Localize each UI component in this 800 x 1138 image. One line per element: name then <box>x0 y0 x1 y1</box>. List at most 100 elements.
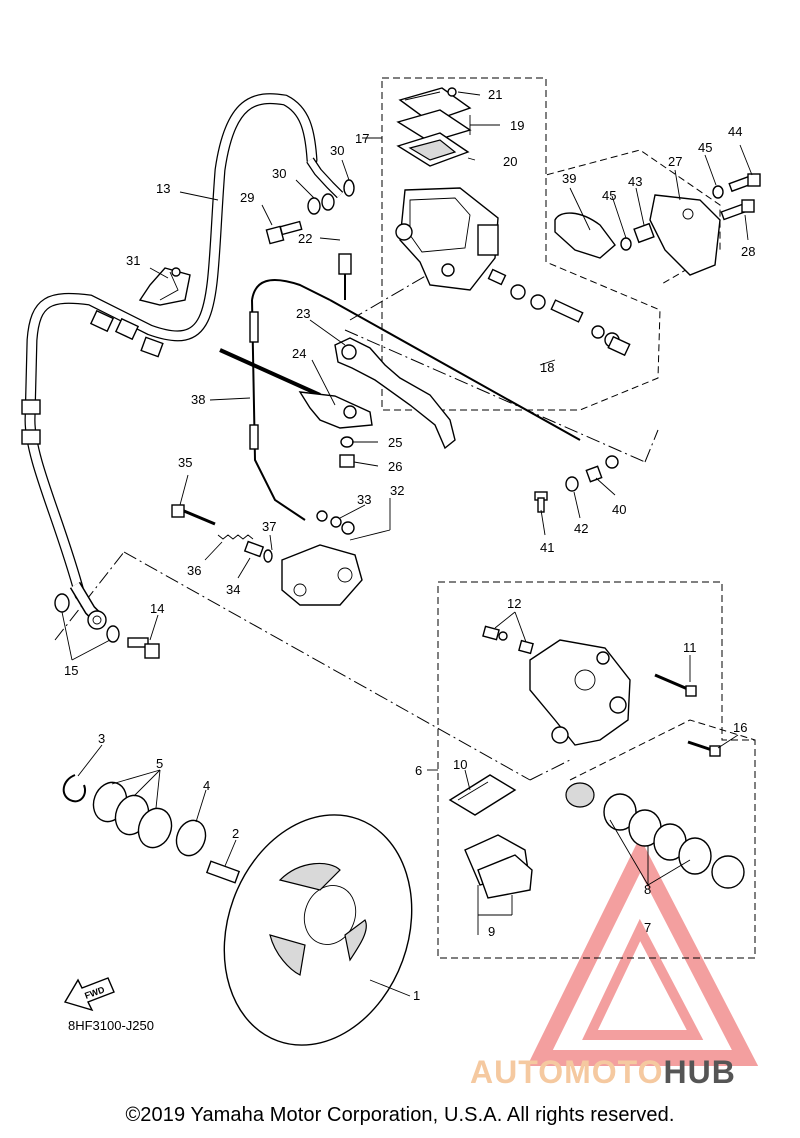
brake-disc-1 <box>223 814 413 1046</box>
pivot-bolt-22 <box>338 253 352 300</box>
callout-22: 22 <box>298 231 312 246</box>
bracket-assembly-box <box>545 149 721 286</box>
caliper-seal-kit-8 <box>565 782 745 889</box>
callout-42: 42 <box>574 521 588 536</box>
watermark-text: AUTOMOTOHUB <box>470 1054 736 1091</box>
callout-43: 43 <box>628 174 642 189</box>
callout-24: 24 <box>292 346 306 361</box>
copper-washer-15a <box>54 593 70 613</box>
callout-18: 18 <box>540 360 554 375</box>
callout-32: 32 <box>390 483 404 498</box>
copper-washer-30b <box>343 179 355 197</box>
callout-15: 15 <box>64 663 78 678</box>
reference-line-cable <box>344 329 646 463</box>
callout-26: 26 <box>388 459 402 474</box>
callout-36: 36 <box>187 563 201 578</box>
bolt-44 <box>728 173 761 193</box>
callout-2: 2 <box>232 826 239 841</box>
copyright-notice: ©2019 Yamaha Motor Corporation, U.S.A. A… <box>125 1104 675 1126</box>
callout-19: 19 <box>510 118 524 133</box>
caliper-body-6 <box>529 639 631 746</box>
caliper-assembly-box <box>437 581 756 959</box>
callout-30b: 30 <box>330 143 344 158</box>
washer-42 <box>565 476 579 492</box>
callout-1: 1 <box>413 988 420 1003</box>
callout-8: 8 <box>644 882 651 897</box>
pin-35 <box>171 504 216 526</box>
callout-16: 16 <box>733 720 747 735</box>
footrest-bracket-27 <box>649 194 721 276</box>
leader-lines <box>61 91 753 997</box>
copper-washer-30a-2 <box>321 193 335 211</box>
brake-hose <box>21 93 344 630</box>
callout-9: 9 <box>488 924 495 939</box>
callout-41: 41 <box>540 540 554 555</box>
circlip-3 <box>62 774 86 803</box>
callout-17: 17 <box>355 131 369 146</box>
reference-line-cable-2 <box>644 429 659 463</box>
bolt-16 <box>687 740 721 757</box>
callout-44: 44 <box>728 124 742 139</box>
callout-14: 14 <box>150 601 164 616</box>
collar-40 <box>585 465 603 483</box>
cable-38 <box>249 279 619 521</box>
reference-line-caliper-2 <box>529 759 571 781</box>
brake-lever-23 <box>334 337 456 450</box>
callout-10: 10 <box>453 757 467 772</box>
callout-7: 7 <box>644 920 651 935</box>
bolt-41 <box>534 491 548 513</box>
fwd-arrow-icon: FWD <box>63 977 115 1012</box>
reference-line-banjo <box>54 551 125 641</box>
copper-washer-15b <box>106 625 120 643</box>
diagram-code: 8HF3100-J250 <box>68 1018 154 1033</box>
diaphragm-20 <box>396 132 470 167</box>
callout-34: 34 <box>226 582 240 597</box>
watermark-text-part2: HUB <box>663 1054 736 1090</box>
brake-pads-9 <box>464 834 533 899</box>
washer-37 <box>263 549 273 563</box>
callout-20: 20 <box>503 154 517 169</box>
callout-4: 4 <box>203 778 210 793</box>
bolt-11 <box>654 673 697 697</box>
caliper-seal-box <box>569 719 756 781</box>
callout-3: 3 <box>98 731 105 746</box>
callout-37: 37 <box>262 519 276 534</box>
reference-line-caliper <box>123 551 531 781</box>
callout-33: 33 <box>357 492 371 507</box>
hose-clamp <box>138 267 191 306</box>
washer-4 <box>175 819 207 857</box>
bleed-screw-33 <box>316 510 355 535</box>
pad-spring-10 <box>448 774 517 816</box>
caliper-holder-32 <box>281 544 363 606</box>
union-bolt-29 <box>265 220 303 245</box>
callout-31: 31 <box>126 253 140 268</box>
watermark-text-part1: AUTOMOTO <box>470 1054 664 1090</box>
bolt-28 <box>720 199 755 221</box>
brake-pedal-39 <box>554 212 616 259</box>
washer-45a <box>620 237 632 251</box>
copper-washer-30a <box>307 197 321 215</box>
watermark-logo <box>527 837 759 1066</box>
callout-23: 23 <box>296 306 310 321</box>
callout-27: 27 <box>668 154 682 169</box>
callout-35: 35 <box>178 455 192 470</box>
bleed-valve-12 <box>482 625 534 655</box>
callout-12: 12 <box>507 596 521 611</box>
collar-43 <box>633 222 655 244</box>
callout-5: 5 <box>156 756 163 771</box>
callout-38: 38 <box>191 392 205 407</box>
piston-kit-18 <box>487 268 631 357</box>
spring-36 <box>217 534 254 540</box>
washer-45b <box>712 185 724 199</box>
callout-30a: 30 <box>272 166 286 181</box>
callout-labels: 1 2 3 4 5 6 7 8 9 10 11 12 13 14 15 16 1… <box>64 87 755 1003</box>
washer-25 <box>340 436 354 448</box>
union-bolt-14 <box>127 637 160 659</box>
nut-26 <box>339 454 355 468</box>
key-2 <box>205 860 241 884</box>
cap-screw-21 <box>447 87 457 97</box>
callout-45b: 45 <box>698 140 712 155</box>
callout-13: 13 <box>156 181 170 196</box>
